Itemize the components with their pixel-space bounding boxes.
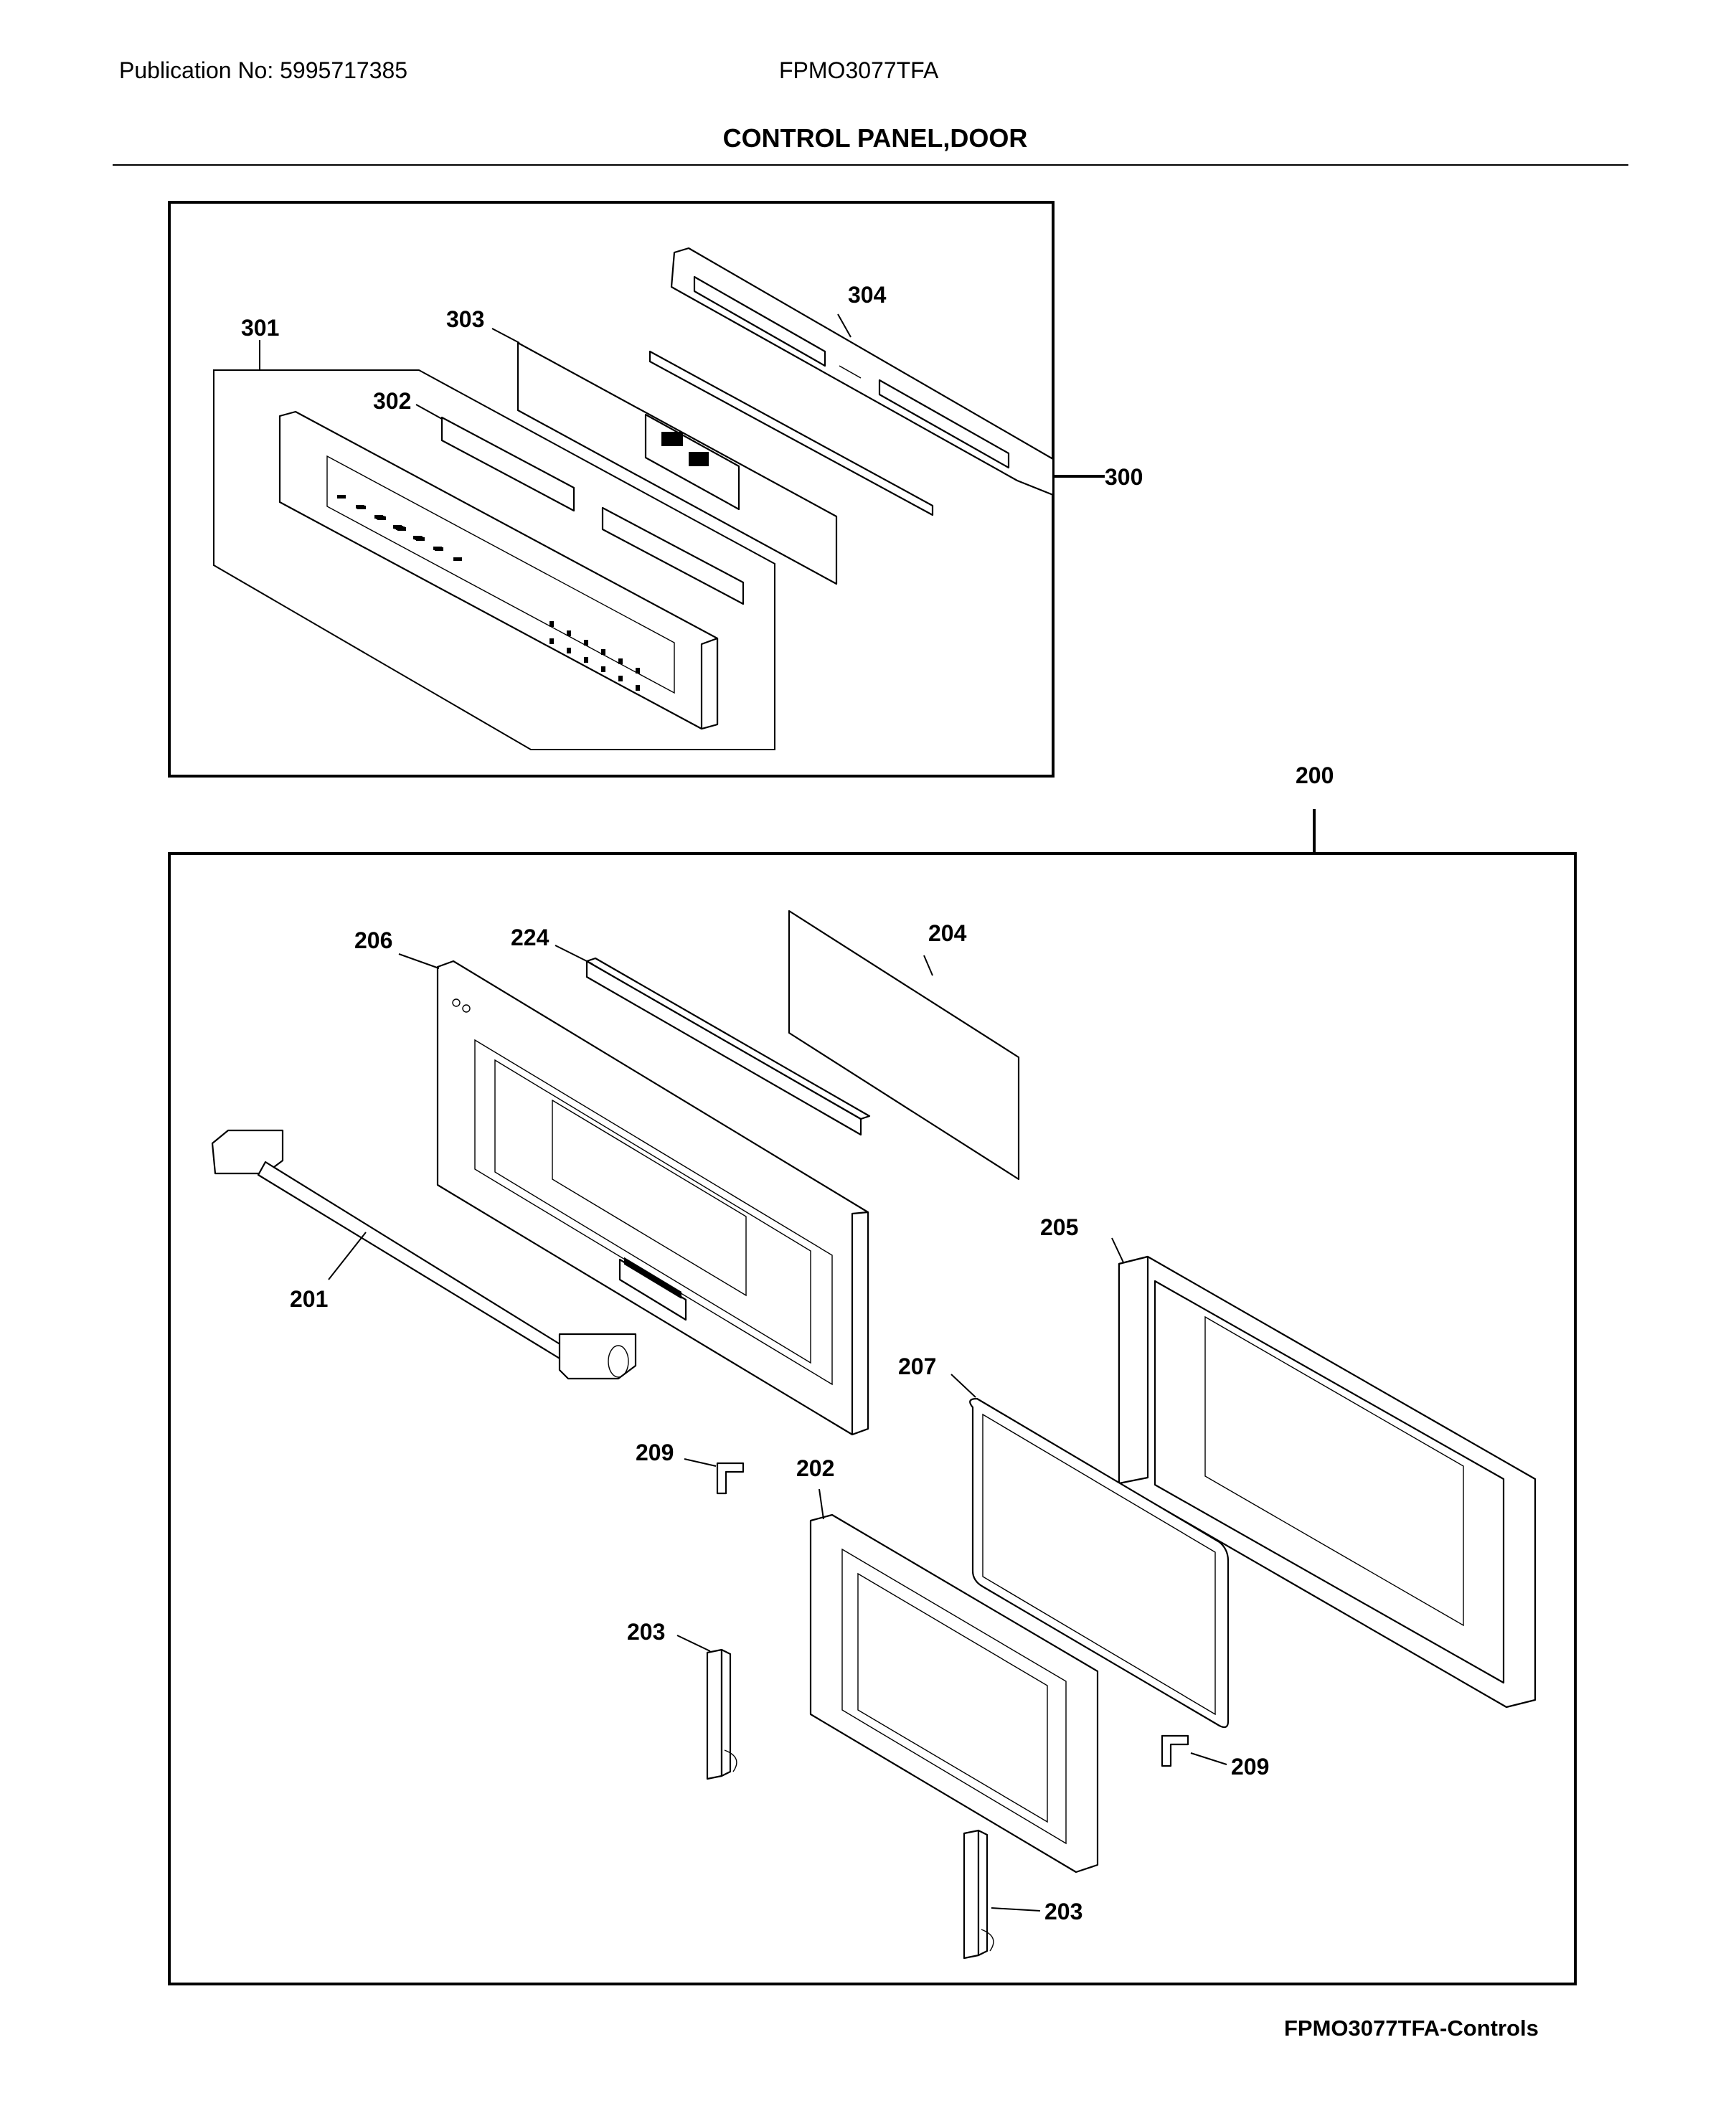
gasket-207-part (969, 1397, 1230, 1729)
panel-keypad-mark (549, 638, 554, 644)
panel-button-mark (416, 537, 425, 541)
channel-224-part (585, 957, 871, 1136)
panel-keypad-mark (636, 668, 640, 674)
leader-203-right (991, 1907, 1041, 1912)
callout-209-right: 209 (1231, 1754, 1269, 1780)
handle-201-part (211, 1129, 637, 1380)
panel-keypad-mark (636, 685, 640, 691)
leader-203-left (676, 1635, 711, 1652)
callout-202: 202 (796, 1455, 834, 1481)
outer-door-206-part (436, 960, 869, 1436)
leader-224 (555, 945, 593, 965)
callout-205: 205 (1040, 1214, 1078, 1240)
model-number: FPMO3077TFA (779, 57, 939, 83)
leader-209-left (684, 1458, 717, 1467)
page-title: CONTROL PANEL,DOOR (722, 123, 1028, 153)
leader-207 (950, 1374, 976, 1398)
leader-209-right (1190, 1752, 1227, 1765)
leader-304 (837, 313, 852, 338)
glass-204-part (788, 910, 1020, 1181)
control-panel-front-part (278, 410, 719, 730)
door-liner-205-part (1118, 1255, 1537, 1709)
callout-207: 207 (898, 1353, 936, 1379)
hinge-203-left-part (706, 1648, 737, 1780)
panel-keypad-mark (567, 648, 571, 653)
panel-keypad-mark (601, 649, 605, 655)
panel-keypad-mark (549, 621, 554, 627)
overlay-302-part (440, 416, 575, 512)
panel-keypad-mark (618, 658, 623, 664)
publication-number: Publication No: 5995717385 (119, 57, 408, 83)
panel-keypad-mark (584, 640, 588, 646)
panel-button-mark (337, 495, 346, 499)
callout-203-left: 203 (627, 1619, 665, 1645)
control-board-part (644, 413, 740, 511)
callout-209-left: 209 (636, 1440, 674, 1465)
inner-door-202-part (809, 1513, 1099, 1874)
door-frame (168, 852, 1577, 1985)
panel-button-mark (377, 516, 386, 520)
callout-203-right: 203 (1044, 1899, 1082, 1924)
callout-301: 301 (241, 315, 279, 341)
panel-button-mark (397, 527, 406, 531)
leader-302 (415, 404, 443, 420)
leader-202 (819, 1488, 824, 1520)
panel-keypad-mark (618, 676, 623, 681)
control-panel-group-outline (213, 369, 775, 750)
leader-201 (328, 1232, 367, 1280)
leader-205 (1111, 1237, 1124, 1263)
callout-303: 303 (446, 306, 484, 332)
callout-206: 206 (354, 927, 392, 953)
callout-200: 200 (1296, 762, 1334, 788)
leader-303 (491, 328, 520, 344)
callout-304: 304 (848, 282, 887, 308)
panel-keypad-mark (567, 630, 571, 636)
panel-keypad-mark (601, 666, 605, 672)
callout-300: 300 (1105, 464, 1143, 490)
bracket-304-part (648, 247, 1055, 516)
overlay-302-part-lower (601, 506, 745, 605)
panel-button-mark (357, 506, 366, 509)
callout-302: 302 (373, 388, 411, 414)
panel-button-mark (453, 557, 462, 561)
header-divider (113, 164, 1628, 166)
leader-206 (398, 953, 440, 969)
callout-201: 201 (290, 1286, 328, 1312)
hinge-203-right-part (963, 1829, 994, 1960)
callout-224: 224 (511, 925, 549, 950)
footer-caption: FPMO3077TFA-Controls (1284, 2016, 1539, 2041)
panel-keypad-mark (584, 657, 588, 663)
clip-209-left-part (716, 1462, 745, 1495)
clip-209-right-part (1161, 1734, 1189, 1767)
callout-204: 204 (928, 920, 967, 946)
leader-204 (923, 955, 933, 976)
panel-button-mark (435, 547, 443, 551)
